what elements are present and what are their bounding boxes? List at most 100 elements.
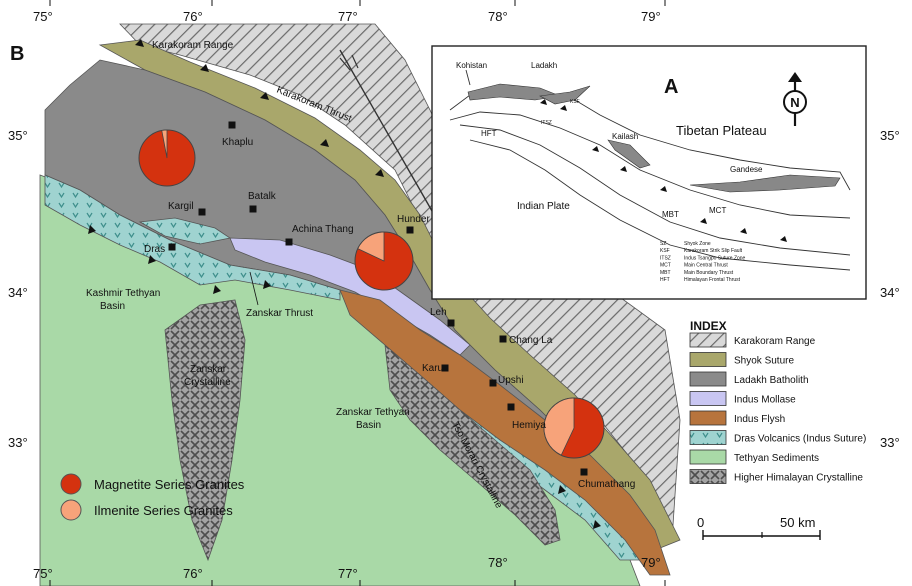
inset-map: Kohistan Ladakh Kailash Tibetan Plateau … [431, 45, 867, 300]
inset-mbt-label: MBT [662, 210, 679, 219]
place-label-kargil: Kargil [168, 201, 194, 212]
zanskar-crystalline-label-1: Zanskar [190, 364, 227, 375]
abbr-code-mbt: MBT [660, 270, 671, 276]
karakoram-fault-line [339, 49, 441, 226]
inset-kohistan-label: Kohistan [456, 61, 487, 70]
inset-mct-label: MCT [709, 206, 726, 215]
lon-bottom-78: 78° [488, 555, 508, 570]
lon-top-75: 75° [33, 9, 53, 24]
ilmenite-legend-swatch [60, 499, 82, 521]
index-swatch-ladakh-batholith [689, 371, 727, 387]
lon-top-78: 78° [488, 9, 508, 24]
place-dot-hunder [406, 226, 414, 234]
index-label-shyok-suture: Shyok Suture [734, 356, 794, 367]
place-dot-upshi [489, 379, 497, 387]
lon-top-76: 76° [183, 9, 203, 24]
inset-frame [431, 45, 867, 300]
coordinate-ticks [49, 0, 666, 586]
index-swatch-dras-volcanics-indus-suture [689, 430, 727, 445]
zanskar-thrust-label: Zanskar Thrust [246, 308, 313, 319]
kashmir-basin-label-1: Kashmir Tethyan [86, 288, 160, 299]
lon-bottom-79: 79° [641, 555, 661, 570]
north-letter: N [790, 95, 799, 110]
lat-right-33: 33° [880, 435, 900, 450]
index-title: INDEX [690, 319, 727, 333]
place-dot-dras [168, 243, 176, 251]
zanskar-thrust-leader [249, 271, 259, 306]
magnetite-legend-label: Magnetite Series Granites [94, 477, 245, 492]
lat-right-34: 34° [880, 285, 900, 300]
lat-right-35: 35° [880, 128, 900, 143]
place-label-karu: Karu [422, 363, 443, 374]
inset-indian-plate-label: Indian Plate [517, 201, 570, 212]
place-label-upshi: Upshi [498, 375, 524, 386]
scale-bar: 0 50 km [697, 515, 821, 540]
abbr-code-ksf: KSF [660, 248, 670, 254]
zanskar-basin-label-2: Basin [356, 420, 381, 431]
abbr-code-itsz: ITSZ [660, 255, 671, 261]
abbr-code-mct: MCT [660, 263, 671, 269]
kashmir-basin-label-2: Basin [100, 301, 125, 312]
lat-left-34: 34° [8, 285, 28, 300]
place-dot-chumathang [580, 468, 588, 476]
abbr-code-hft: HFT [660, 277, 670, 283]
place-label-hemiya: Hemiya [512, 420, 546, 431]
inset-ksf-label: KSF [570, 99, 580, 105]
ilmenite-legend-label: Ilmenite Series Granites [94, 503, 233, 518]
panel-label-a: A [664, 76, 678, 98]
lat-left-33: 33° [8, 435, 28, 450]
place-label-achina-thang: Achina Thang [292, 224, 354, 235]
magnetite-legend-swatch [60, 473, 82, 495]
lon-bottom-75: 75° [33, 566, 53, 581]
abbr-name-sz: Shyok Zone [684, 241, 711, 247]
abbr-name-mct: Main Central Thrust [684, 263, 728, 269]
inset-gandese-label: Gandese [730, 165, 763, 174]
lon-bottom-76: 76° [183, 566, 203, 581]
inset-hft-label: HFT [481, 129, 497, 138]
place-dot-hemiya [507, 403, 515, 411]
place-dot-batalk [249, 205, 257, 213]
zanskar-basin-label-1: Zanskar Tethyan [336, 407, 410, 418]
scale-bar-end: 50 km [780, 515, 815, 530]
lon-top-79: 79° [641, 9, 661, 24]
abbr-name-ksf: Karakoram Strik Slip Fault [684, 248, 743, 254]
index-label-tethyan-sediments: Tethyan Sediments [734, 453, 819, 464]
granite-pie-charts [138, 129, 605, 459]
tso-morari-crystalline-unit [384, 344, 561, 546]
lon-bottom-77: 77° [338, 566, 358, 581]
pie-khaplu-ilmenite [161, 129, 168, 159]
inset-itsz-label: ITSZ [541, 120, 552, 126]
index-swatch-tethyan-sediments [689, 449, 727, 465]
abbr-name-mbt: Main Boundary Thrust [684, 270, 734, 276]
pie-hemiya-ilmenite [543, 397, 575, 456]
place-label-chang-la: Chang La [509, 335, 553, 346]
place-dot-chang-la [499, 335, 507, 343]
index-label-karakoram-range: Karakoram Range [734, 336, 816, 347]
index-label-ladakh-batholith: Ladakh Batholith [734, 375, 809, 386]
place-dot-karu [441, 364, 449, 372]
north-arrow-icon: N [783, 72, 807, 126]
place-dot-leh [447, 319, 455, 327]
index-label-indus-flysh: Indus Flysh [734, 414, 785, 425]
dras-volcanics-unit [44, 174, 341, 301]
place-dot-achina-thang [285, 238, 293, 246]
abbr-code-sz: SZ [660, 241, 666, 247]
place-label-dras: Dras [144, 244, 165, 255]
index-label-higher-himalayan-crystalline: Higher Himalayan Crystalline [734, 473, 863, 484]
karakoram-range-label: Karakoram Range [152, 40, 234, 51]
lat-left-35: 35° [8, 128, 28, 143]
place-dot-kargil [198, 208, 206, 216]
index-swatch-shyok-suture [689, 352, 727, 367]
place-label-hunder: Hunder [397, 214, 430, 225]
place-label-khaplu: Khaplu [222, 137, 253, 148]
zanskar-crystalline-label-2: Crystalline [184, 377, 231, 388]
abbr-name-hft: Himalayan Frontal Thrust [684, 277, 741, 283]
index-swatch-indus-mollase [689, 391, 727, 406]
index-label-dras-volcanics-indus-suture: Dras Volcanics (Indus Suture) [734, 434, 866, 445]
place-dot-khaplu [228, 121, 236, 129]
fault-sense-arrows [339, 54, 359, 71]
